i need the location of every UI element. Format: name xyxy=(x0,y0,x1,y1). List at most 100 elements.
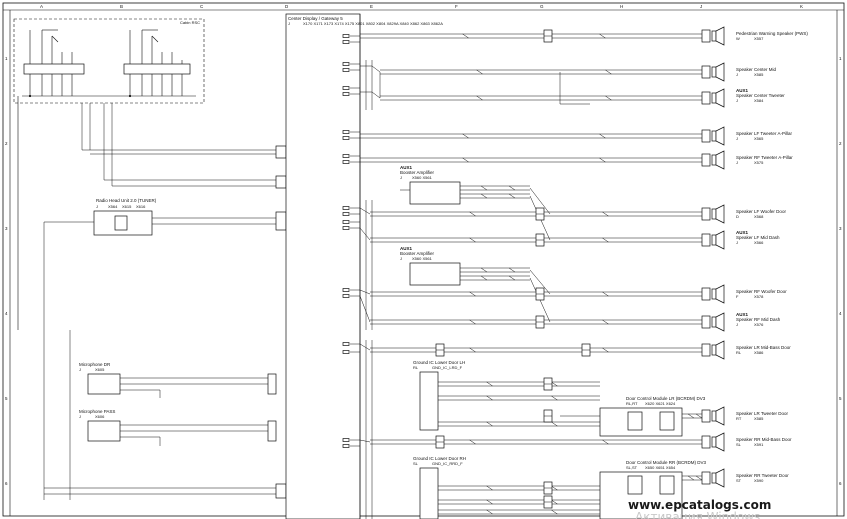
door-control-module-lr: Door Control Module LR (BCRDM) DV3 RL,RT… xyxy=(599,396,706,437)
mic-dr-code: X605 xyxy=(95,367,105,372)
watermark-site: www.epcatalogs.com xyxy=(628,498,771,512)
speaker-location: RL xyxy=(736,350,742,355)
speaker: Pedestrian Warning Speaker (PWS)W X557 xyxy=(701,26,808,46)
ground-lh-title: Ground IC Lower Door LH xyxy=(413,360,465,365)
speaker-cone-icon xyxy=(715,406,725,426)
speaker-aux-tag: AUX1 xyxy=(736,312,749,317)
grid-row-label: 3 xyxy=(5,226,8,231)
speaker-cone-icon xyxy=(715,62,725,82)
booster2-aux: AUX1 xyxy=(400,246,413,251)
speaker-name: Speaker RF Woofer Door xyxy=(736,289,787,294)
speaker-code: X565 xyxy=(754,136,764,141)
speaker-icon xyxy=(711,316,717,328)
center-display-gateway: Center Display / Gateway 5 J X170 X171 X… xyxy=(285,13,443,519)
cabin-rsc-title: Cabin RSC xyxy=(180,20,200,25)
dcm-rr-loc: SL,ST xyxy=(626,465,638,470)
speaker-location: J xyxy=(736,98,738,103)
speaker-name: Speaker Center Mid xyxy=(736,67,777,72)
grid-row-label: 4 xyxy=(839,311,842,316)
booster2-sub: J xyxy=(400,256,402,261)
speaker-cone-icon xyxy=(715,468,725,488)
cabin-rsc-module: Cabin RSC xyxy=(13,18,205,330)
speaker-code: X591 xyxy=(754,442,764,447)
speaker-location: RT xyxy=(736,416,742,421)
grid-row-label: 5 xyxy=(839,396,842,401)
radio-connector-code: X616 xyxy=(136,204,146,209)
speaker-icon xyxy=(711,66,717,78)
grid-column-label: C xyxy=(200,4,204,9)
speaker-icon xyxy=(711,130,717,142)
speaker-location: F xyxy=(736,294,739,299)
grid-column-label: J xyxy=(700,4,702,9)
booster2-connectors: X560 X561 xyxy=(412,256,433,261)
grid-column-label: E xyxy=(370,4,373,9)
speaker-group: Pedestrian Warning Speaker (PWS)W X557Spe… xyxy=(701,26,808,488)
speaker-cone-icon xyxy=(715,230,725,250)
speaker-location: J xyxy=(736,322,738,327)
watermark-activate: Активация Windows xyxy=(635,510,760,519)
ground-rh-loc: SL xyxy=(413,461,419,466)
grid-row-label: 6 xyxy=(5,481,8,486)
speaker-icon xyxy=(711,154,717,166)
grid-row-label: 2 xyxy=(5,141,8,146)
grid-row-label: 1 xyxy=(5,56,8,61)
door-control-module-rr: Door Control Module RR (BCRDM) DV3 SL,ST… xyxy=(599,460,707,519)
ground-ic-lower-door-rh: Ground IC Lower Door RH SL GND_IC_RRD_F xyxy=(413,456,466,519)
speaker-name: Speaker LF Tweeter A-Pillar xyxy=(736,131,792,136)
radio-sub: J xyxy=(96,204,98,209)
speaker-aux-tag: AUX1 xyxy=(736,230,749,235)
speaker-name: Speaker RF Mid Dash xyxy=(736,317,781,322)
inline-connectors xyxy=(435,29,591,509)
speaker-location: W xyxy=(736,36,740,41)
speaker-code: X575 xyxy=(754,160,764,165)
speaker-location: SL xyxy=(736,442,742,447)
mic-pass-name: Microphone PASS xyxy=(79,409,115,414)
speaker-location: ST xyxy=(736,478,742,483)
speaker-name: Speaker LR Tweeter Door xyxy=(736,411,788,416)
dcm-lr-connectors: X620 X621 X624 xyxy=(645,401,676,406)
microphone-dr: Microphone DR J X605 xyxy=(79,362,277,398)
speaker-icon xyxy=(711,410,717,422)
speaker-code: X585 xyxy=(754,72,764,77)
speaker-code: X557 xyxy=(754,36,764,41)
dcm-lr-loc: RL,RT xyxy=(626,401,638,406)
speaker-location: J xyxy=(736,160,738,165)
speaker-code: X590 xyxy=(754,478,764,483)
speaker-cone-icon xyxy=(715,26,725,46)
center-display-connectors: X170 X171 X173 X174 X175 X801 X802 X804 … xyxy=(303,21,443,26)
speaker-cone-icon xyxy=(715,88,725,108)
ground-lh-loc: RL xyxy=(413,365,419,370)
dcm-lr-title: Door Control Module LR (BCRDM) DV3 xyxy=(626,396,706,401)
speaker-name: Speaker LR Mid-Bass Door xyxy=(736,345,791,350)
radio-title: Radio Head Unit 2.0 (TUNER) xyxy=(96,198,157,203)
grid-column-label: H xyxy=(620,4,623,9)
speaker-cone-icon xyxy=(715,340,725,360)
mic-pass-code: X606 xyxy=(95,414,105,419)
speaker-code: X568 xyxy=(754,214,764,219)
speaker-location: J xyxy=(736,72,738,77)
speaker-location: J xyxy=(736,240,738,245)
center-display-sub: J xyxy=(288,21,290,26)
ground-rh-title: Ground IC Lower Door RH xyxy=(413,456,466,461)
speaker-icon xyxy=(711,344,717,356)
speaker-code: X566 xyxy=(754,240,764,245)
booster1-connectors: X560 X561 xyxy=(412,175,433,180)
mic-dr-sub: J xyxy=(79,367,81,372)
speaker-location: J xyxy=(736,136,738,141)
speaker-name: Pedestrian Warning Speaker (PWS) xyxy=(736,31,808,36)
speaker-icon xyxy=(711,436,717,448)
speaker-aux-tag: AUX1 xyxy=(736,88,749,93)
